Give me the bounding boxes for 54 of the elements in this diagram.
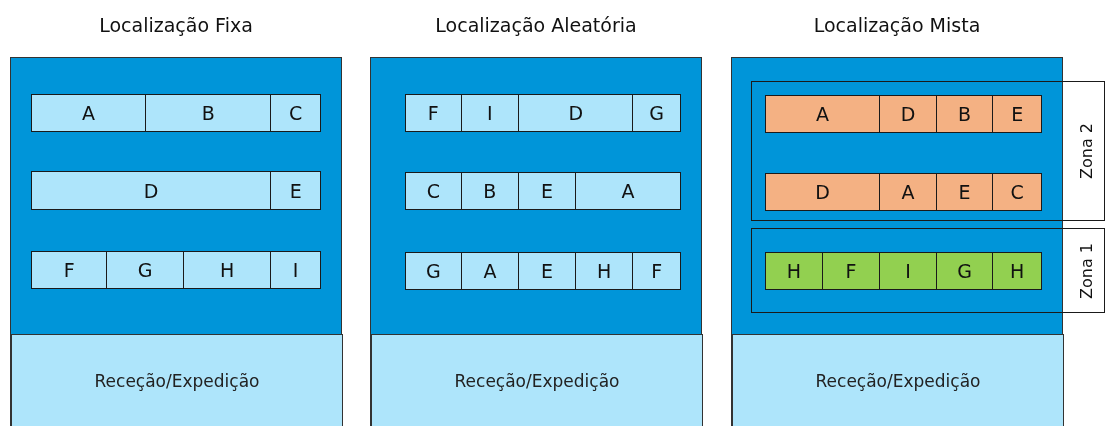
shelf-row: [765, 173, 1042, 211]
storage-slot: H: [993, 253, 1041, 289]
storage-slot: A: [766, 96, 881, 132]
storage-slot: C: [271, 95, 320, 131]
storage-slot: E: [993, 96, 1041, 132]
shelf-row: [765, 252, 1042, 290]
storage-slot: F: [633, 253, 680, 289]
storage-slot: B: [146, 95, 272, 131]
zone-outline: [751, 228, 1105, 313]
storage-slot: E: [271, 172, 320, 209]
panel-heading: Localização Aleatória: [434, 14, 638, 36]
storage-slot: H: [766, 253, 823, 289]
storage-slot: G: [107, 252, 184, 288]
storage-slot: B: [461, 173, 520, 209]
storage-slot: H: [183, 252, 272, 288]
storage-slot: D: [880, 96, 937, 132]
storage-slot: C: [993, 174, 1041, 210]
storage-slot: D: [766, 174, 881, 210]
storage-slot: C: [406, 173, 462, 209]
storage-slot: B: [936, 96, 994, 132]
storage-slot: F: [822, 253, 881, 289]
shelf-row: [765, 95, 1042, 133]
storage-slot: E: [519, 253, 576, 289]
shelf-row: [405, 172, 681, 210]
zone-outline: [751, 81, 1105, 221]
panel-heading: Localização Fixa: [98, 14, 254, 36]
storage-slot: G: [633, 95, 680, 131]
storage-slot: D: [32, 172, 272, 209]
storage-slot: I: [271, 252, 320, 288]
storage-slot: A: [575, 173, 680, 209]
zone-label: Zona 2: [1077, 123, 1096, 179]
storage-slot: I: [880, 253, 937, 289]
storage-slot: I: [461, 95, 520, 131]
shelf-row: [31, 251, 321, 289]
storage-slot: E: [936, 174, 994, 210]
storage-slot: G: [406, 253, 462, 289]
storage-slot: D: [519, 95, 634, 131]
storage-slot: A: [880, 174, 937, 210]
storage-slot: F: [406, 95, 462, 131]
shelf-row: [31, 94, 321, 132]
reception-area: Receção/Expedição: [732, 334, 1064, 426]
storage-slot: H: [575, 253, 634, 289]
reception-area: Receção/Expedição: [371, 334, 703, 426]
storage-slot: F: [32, 252, 108, 288]
shelf-row: [405, 94, 681, 132]
reception-area: Receção/Expedição: [11, 334, 343, 426]
zone-label: Zona 1: [1077, 242, 1096, 299]
storage-slot: E: [519, 173, 576, 209]
shelf-row: [405, 252, 681, 290]
shelf-row: [31, 171, 321, 210]
storage-slot: A: [461, 253, 520, 289]
panel-heading: Localização Mista: [812, 14, 982, 36]
storage-slot: A: [32, 95, 147, 131]
storage-slot: G: [936, 253, 994, 289]
